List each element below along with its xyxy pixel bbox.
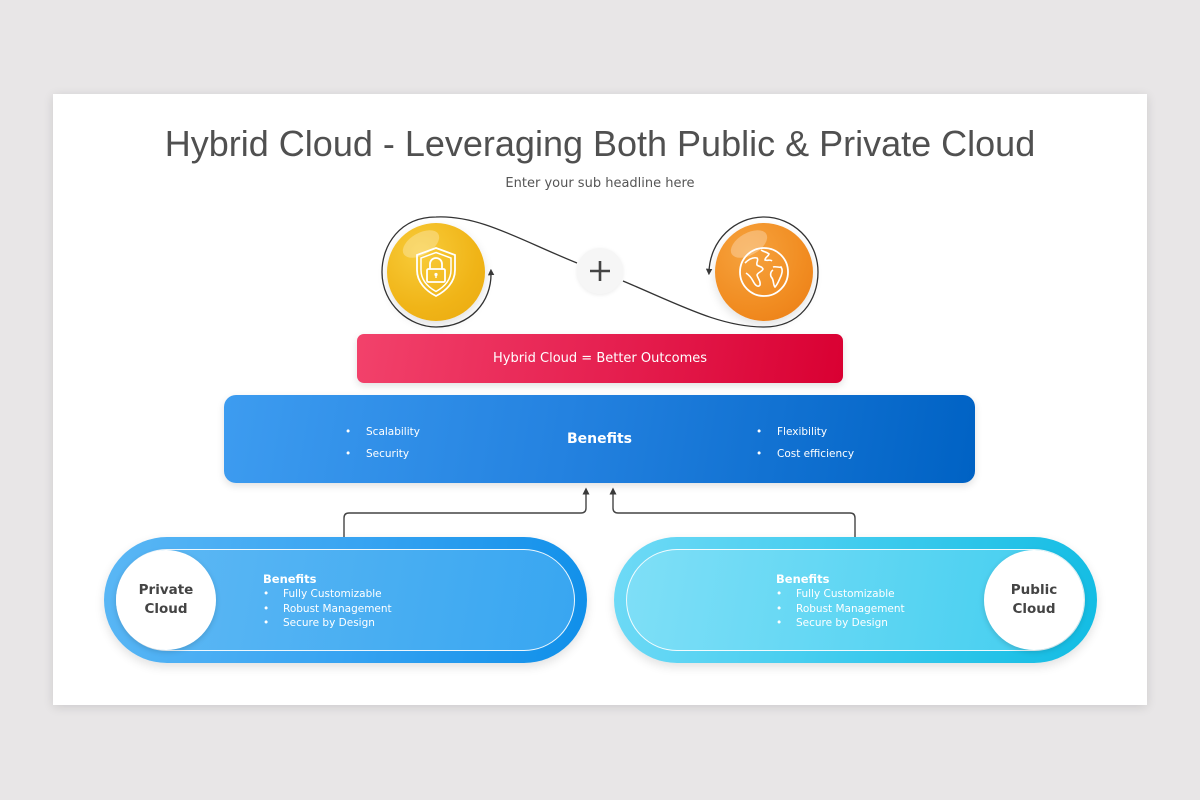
loop-left-connector	[381, 216, 578, 328]
plus-icon	[590, 261, 610, 281]
public-cloud-benefits: Benefits Fully Customizable Robust Manag…	[776, 572, 905, 631]
shield-lock-icon	[416, 247, 456, 298]
globe-icon	[739, 247, 789, 297]
list-item: Security	[345, 446, 420, 468]
list-item: Fully Customizable	[776, 587, 905, 602]
private-cloud-name-line1: Private	[138, 582, 194, 598]
public-cloud-card: Benefits Fully Customizable Robust Manag…	[614, 537, 1097, 663]
global-orb	[715, 223, 813, 321]
public-to-benefits-connector	[609, 487, 856, 537]
list-item: Fully Customizable	[263, 587, 392, 602]
private-cloud-badge: Private Cloud	[116, 550, 216, 650]
list-item: Scalability	[345, 424, 420, 446]
benefits-right-list: Flexibility Cost efficiency	[756, 424, 854, 468]
benefits-title: Benefits	[566, 431, 633, 447]
list-item: Secure by Design	[263, 616, 392, 631]
page-title: Hybrid Cloud - Leveraging Both Public & …	[164, 123, 1036, 164]
outcome-label: Hybrid Cloud = Better Outcomes	[492, 351, 708, 366]
private-cloud-name-line2: Cloud	[144, 601, 188, 617]
list-item: Robust Management	[263, 602, 392, 617]
private-cloud-benefits-heading: Benefits	[263, 572, 317, 586]
security-orb	[387, 223, 485, 321]
outcome-banner: Hybrid Cloud = Better Outcomes	[357, 334, 843, 383]
public-cloud-name-line2: Cloud	[1012, 601, 1056, 617]
page-subtitle: Enter your sub headline here	[505, 176, 695, 191]
benefits-banner: Scalability Security Benefits Flexibilit…	[224, 395, 975, 483]
list-item: Cost efficiency	[756, 446, 854, 468]
public-cloud-badge: Public Cloud	[984, 550, 1084, 650]
private-to-benefits-connector	[343, 487, 590, 537]
private-cloud-card: Private Cloud Benefits Fully Customizabl…	[104, 537, 587, 663]
plus-operator	[577, 248, 623, 294]
list-item: Flexibility	[756, 424, 854, 446]
list-item: Robust Management	[776, 602, 905, 617]
benefits-left-list: Scalability Security	[345, 424, 420, 468]
loop-right-connector	[622, 216, 819, 328]
public-cloud-name-line1: Public	[1010, 582, 1058, 598]
public-cloud-benefits-heading: Benefits	[776, 572, 830, 586]
private-cloud-benefits: Benefits Fully Customizable Robust Manag…	[263, 572, 392, 631]
list-item: Secure by Design	[776, 616, 905, 631]
